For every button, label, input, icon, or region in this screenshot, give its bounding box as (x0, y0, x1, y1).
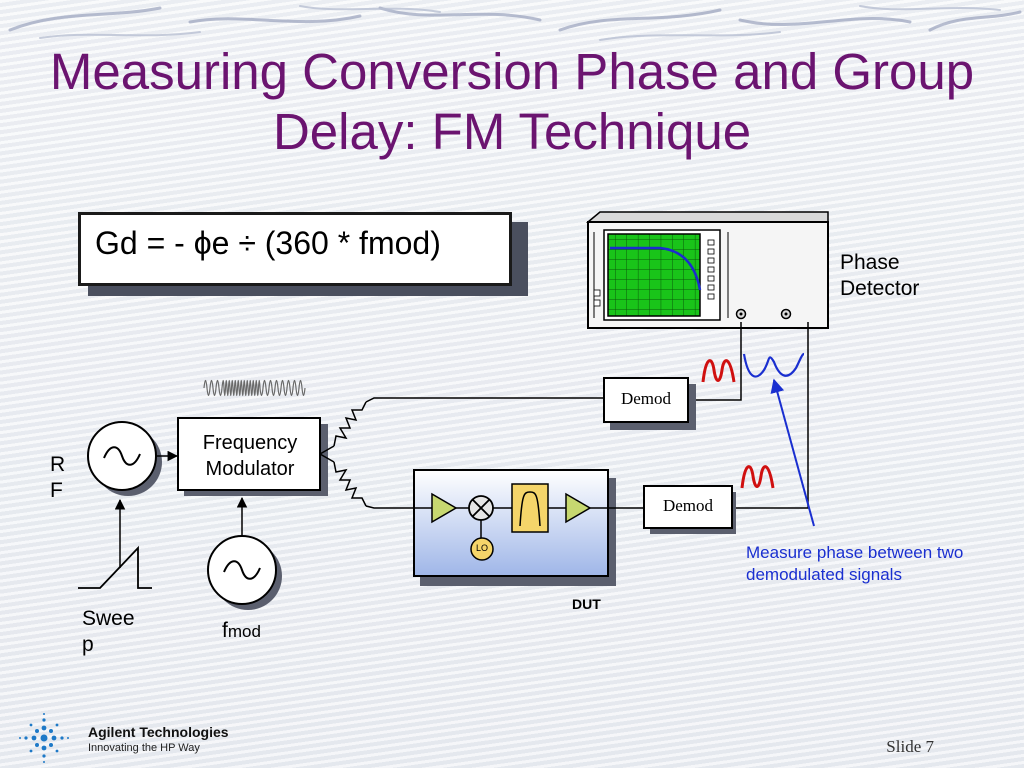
wire-demod-bottom-to-analyzer (733, 322, 809, 509)
company-tagline: Innovating the HP Way (88, 742, 200, 754)
amplifier-icon (431, 492, 458, 524)
power-splitter (319, 397, 604, 509)
demod-bottom-box (643, 485, 733, 529)
analyzer-trace (610, 246, 702, 291)
fm-signal-waveform (203, 379, 306, 397)
amplifier-icon (565, 492, 592, 524)
demod-top-box (603, 377, 689, 423)
company-name: Agilent Technologies (88, 724, 229, 740)
rf-label: R F (50, 453, 66, 502)
measure-note-arrow (770, 378, 815, 527)
wire-demod-top-to-analyzer (687, 322, 742, 401)
local-oscillator-icon (470, 537, 494, 561)
dut-box (413, 469, 609, 577)
dut-label: DUT (572, 596, 601, 612)
demod-bottom-label: Demod (662, 496, 714, 515)
network-analyzer-instrument (585, 211, 829, 329)
dut-internals (414, 483, 608, 561)
fmod-subscript: mod (227, 622, 261, 641)
demod-top-label: Demod (620, 389, 672, 408)
lo-label: LO (475, 543, 488, 553)
measure-note-label: Measure phase between two demodulated si… (746, 543, 964, 584)
frequency-modulator-box (177, 417, 321, 491)
demod-top-waveform (701, 359, 736, 383)
slide-title: Measuring Conversion Phase and Group Del… (49, 43, 975, 160)
fmod-label: fmod (222, 618, 261, 645)
filter-icon (511, 483, 549, 533)
phase-comparison-waveforms (742, 352, 805, 378)
sine-wave-icon (223, 560, 261, 580)
slide-number: Slide 7 (886, 737, 934, 756)
analyzer-screen (607, 233, 701, 317)
formula-box: Gd = - ϕe ÷ (360 * fmod) (78, 212, 512, 286)
phase-detector-label: Phase Detector (840, 251, 920, 300)
decorative-top-strip (8, 5, 1022, 41)
demod-bottom-waveform (740, 465, 775, 489)
rf-source (87, 421, 162, 496)
fmod-f: f (222, 619, 228, 642)
sweep-label: Swee p (82, 607, 135, 656)
agilent-logo-icon (19, 713, 69, 763)
frequency-modulator-label: Frequency Modulator (202, 432, 298, 480)
sine-wave-icon (103, 446, 141, 466)
fmod-source (207, 535, 282, 610)
sweep-ramp (78, 498, 152, 589)
